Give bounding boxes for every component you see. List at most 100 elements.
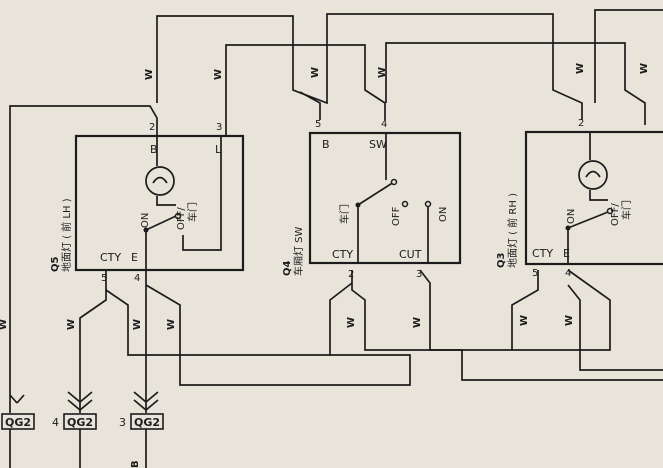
q4-ref: Q4 <box>282 260 293 276</box>
chevron-double-icon <box>67 391 93 412</box>
q4-sw-door-label: 车门 <box>338 204 351 224</box>
wire-labels: W W W W W W W W W W W W W W <box>0 63 650 330</box>
wire-top-right <box>156 13 583 120</box>
edge-mark-b: B <box>130 460 141 468</box>
q3-sw-door-label: 车门 <box>620 200 633 220</box>
wire-label: W <box>575 63 586 74</box>
wire-q3-pin5 <box>511 270 539 350</box>
q5-term-cty: CTY <box>100 251 121 264</box>
q3-switch-blade-icon <box>567 211 609 229</box>
q3-name: 地面灯 ( 前 RH ) <box>506 193 519 268</box>
connector-qg2-c: 3 QG2 B <box>119 391 164 468</box>
q5-sw-off-label: OFF/ <box>176 207 187 230</box>
connector-box <box>130 413 164 430</box>
q4-switch-contact-icon <box>390 178 398 186</box>
q5-sw-on-label: ON <box>140 213 151 228</box>
wire-left-long <box>9 105 158 413</box>
q5-pin4-label: 4 <box>134 273 140 284</box>
wire-q4-pin4-up <box>385 42 646 125</box>
q4-pin4-label: 4 <box>381 119 387 130</box>
connector-box <box>1 413 35 430</box>
wire-label: W <box>377 67 388 78</box>
wire-label: W <box>213 69 224 80</box>
q5-pin3-label: 3 <box>216 122 222 133</box>
q5-term-b: B <box>150 143 158 156</box>
wire-q4-pin3 <box>419 269 663 381</box>
wire-label: W <box>639 63 650 74</box>
wire-label: W <box>144 69 155 80</box>
q5-sw-door-label: 车门 <box>186 202 199 222</box>
q4-term-cty: CTY <box>332 248 353 261</box>
q4-sw-on-label: ON <box>438 207 449 222</box>
q4-pin5-label: 5 <box>315 119 321 130</box>
q5-ref: Q5 <box>50 256 61 272</box>
wire-label: W <box>0 319 9 330</box>
q3-lamp-icon <box>578 160 608 190</box>
wire-q4-pin2-right <box>351 269 611 351</box>
connector-qg2-b: 4 QG2 <box>52 391 97 468</box>
q3-ref: Q3 <box>496 252 507 268</box>
component-q3: 2 CTY E 5 4 ON OFF/ 车门 Q3 地面灯 ( 前 RH ) <box>496 118 663 279</box>
q5-switch-blade-icon <box>145 215 177 231</box>
chevron-down-icon <box>9 394 25 404</box>
wire-q3-pin4 <box>567 284 663 371</box>
wire-label: W <box>346 317 357 328</box>
q3-pin5-label: 5 <box>532 268 538 279</box>
q3-pin2-label: 2 <box>578 118 584 129</box>
wire-label: W <box>412 317 423 328</box>
wire-q5-pin5 <box>79 270 107 413</box>
connector-pin: 4 <box>52 416 59 429</box>
q3-lamp-filament-icon <box>585 170 601 178</box>
wire-q4-pin5 <box>299 91 321 120</box>
wire-label: W <box>166 319 177 330</box>
component-q4: 5 4 B SW CTY CUT 2 3 车门 OFF ON Q4 车厢灯 SW <box>282 119 462 280</box>
q4-on-contact-icon <box>424 200 432 208</box>
wire-label: W <box>564 315 575 326</box>
wire-label: W <box>519 315 530 326</box>
q5-internal-wire <box>145 136 222 270</box>
q3-box <box>524 130 663 266</box>
q4-term-b: B <box>322 138 330 151</box>
q5-switch-pivot-icon <box>143 227 149 233</box>
q5-pin2-label: 2 <box>149 122 155 133</box>
connector-id: QG2 <box>134 416 160 429</box>
connector-pin: 3 <box>119 416 126 429</box>
component-q5: 2 3 B L CTY E 5 4 ON OFF/ 车门 Q5 地面灯 ( 前 … <box>50 122 245 284</box>
wire-right-vert <box>594 9 663 103</box>
q5-lamp-icon <box>145 166 175 196</box>
q4-pin2-label: 2 <box>348 269 354 280</box>
q4-pin3-label: 3 <box>416 269 422 280</box>
q4-box <box>308 131 462 265</box>
q4-term-sw: SW <box>369 138 387 151</box>
q3-internal-wire <box>567 132 608 264</box>
q3-term-cty: CTY <box>532 247 553 260</box>
q3-term-e: E <box>563 247 570 260</box>
q3-pin4-label: 4 <box>565 268 571 279</box>
chevron-double-icon <box>133 391 159 412</box>
q5-term-e: E <box>131 251 138 264</box>
q4-switch-pivot-icon <box>355 202 361 208</box>
q4-term-cut: CUT <box>399 248 422 261</box>
q4-sw-off-label: OFF <box>391 206 402 226</box>
wire-label: W <box>66 319 77 330</box>
q5-box <box>74 134 245 272</box>
wire-label: W <box>132 319 143 330</box>
wire-q5-pin3 <box>225 44 386 136</box>
q5-term-l: L <box>215 143 222 156</box>
q4-name: 车厢灯 SW <box>292 226 305 276</box>
wire-q5-pin5-branch <box>105 282 353 356</box>
q4-internal-wire <box>357 133 429 263</box>
wire-label: W <box>310 67 321 78</box>
connector-qg2-a: QG2 <box>1 394 35 468</box>
q3-switch-contact-icon <box>606 207 614 215</box>
q3-sw-off-label: OFF/ <box>610 203 621 226</box>
q5-switch-contact-icon <box>174 212 182 220</box>
wire-q5-pin4-branch <box>145 284 411 386</box>
connector-id: QG2 <box>5 416 31 429</box>
q3-switch-pivot-icon <box>565 225 571 231</box>
q4-switch-blade-icon <box>357 181 395 206</box>
q5-lamp-filament-icon <box>152 176 168 184</box>
connector-id: QG2 <box>67 416 93 429</box>
